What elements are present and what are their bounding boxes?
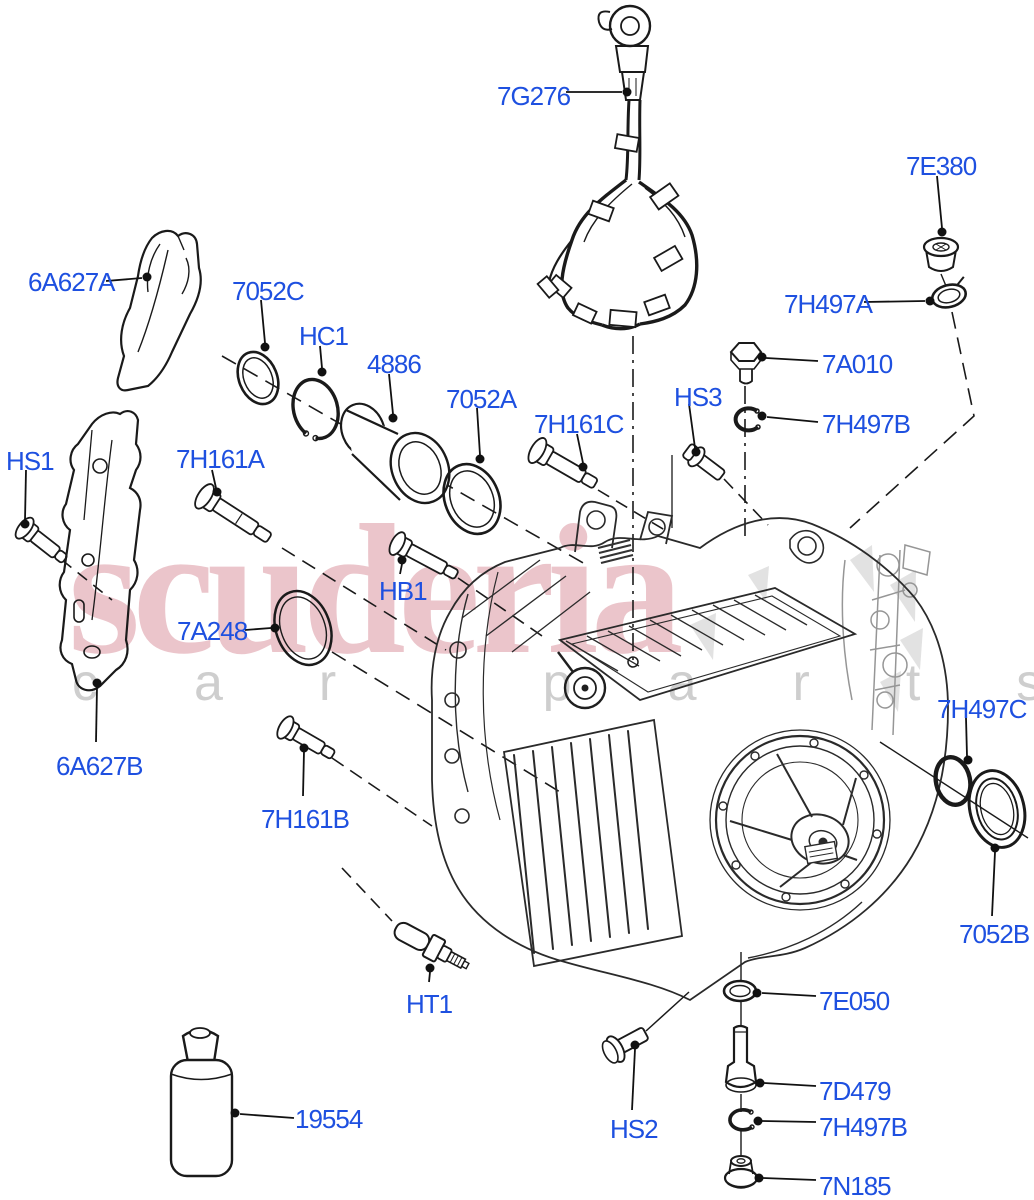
part-7A248-ring xyxy=(273,589,333,667)
part-label-7G276-0[interactable]: 7G276 xyxy=(497,81,571,111)
part-label-19554-21[interactable]: 19554 xyxy=(295,1104,363,1134)
part-label-7H497B-25[interactable]: 7H497B xyxy=(819,1112,908,1142)
part-label-6A627B-16[interactable]: 6A627B xyxy=(56,751,144,781)
part-7H161B-bolt xyxy=(276,715,336,760)
part-label-7052C-8[interactable]: 7052C xyxy=(232,276,305,306)
torque-converter xyxy=(709,729,891,911)
part-7H161C-bolt xyxy=(527,437,598,489)
part-7H497B-snap-ring-bottom xyxy=(728,1108,755,1132)
part-19554-bottle xyxy=(169,1027,234,1178)
part-label-HS3-5[interactable]: HS3 xyxy=(674,382,723,412)
part-7H497B-snap-ring-top xyxy=(733,406,761,433)
part-label-7N185-26[interactable]: 7N185 xyxy=(819,1171,892,1200)
part-7G276-harness xyxy=(536,4,699,331)
part-label-7D479-24[interactable]: 7D479 xyxy=(819,1076,892,1106)
part-label-7A010-3[interactable]: 7A010 xyxy=(822,349,893,379)
valve-body-cover xyxy=(557,587,858,701)
hatch-shading xyxy=(690,545,923,712)
leader-dots xyxy=(20,87,1000,1183)
part-label-HS1-12[interactable]: HS1 xyxy=(6,446,55,476)
part-label-7E050-23[interactable]: 7E050 xyxy=(819,986,890,1016)
leader-lines xyxy=(24,91,996,1181)
part-label-4886-10[interactable]: 4886 xyxy=(367,349,422,379)
part-6A627A-bracket xyxy=(116,229,202,392)
ribbed-sump xyxy=(502,718,684,968)
part-label-7H497A-2[interactable]: 7H497A xyxy=(784,289,873,319)
part-7052B-seal xyxy=(967,769,1027,849)
part-7E380-plug xyxy=(922,236,960,272)
part-label-7E380-1[interactable]: 7E380 xyxy=(906,151,977,181)
part-label-HS2-22[interactable]: HS2 xyxy=(610,1114,659,1144)
part-label-HT1-20[interactable]: HT1 xyxy=(406,989,453,1019)
part-label-7H161B-17[interactable]: 7H161B xyxy=(261,804,350,834)
part-label-7A248-15[interactable]: 7A248 xyxy=(177,616,248,646)
part-label-7H161A-13[interactable]: 7H161A xyxy=(176,444,265,474)
part-label-HC1-9[interactable]: HC1 xyxy=(299,321,349,351)
transmission-drawing xyxy=(430,500,949,1002)
part-6A627B-bracket xyxy=(58,410,142,692)
part-label-HB1-14[interactable]: HB1 xyxy=(379,576,428,606)
part-HT1-sensor xyxy=(393,921,470,970)
part-7A010-hex-plug xyxy=(729,342,763,385)
part-label-7H497C-18[interactable]: 7H497C xyxy=(937,694,1027,724)
shaft-boss xyxy=(557,651,639,710)
part-7H497C-oring xyxy=(933,755,973,807)
part-label-7052A-11[interactable]: 7052A xyxy=(446,384,517,414)
part-7N185-grommet xyxy=(723,1155,759,1189)
vent-hatch xyxy=(597,539,634,564)
part-label-7052B-19[interactable]: 7052B xyxy=(959,919,1030,949)
part-7H161A-bolt xyxy=(194,483,272,543)
part-7052C-seal xyxy=(236,350,280,406)
part-label-6A627A-7[interactable]: 6A627A xyxy=(28,267,116,297)
part-HC1-snap-ring xyxy=(291,377,340,442)
part-HB1-bolt xyxy=(388,531,459,580)
part-7052A-seal xyxy=(442,462,502,536)
part-4886-sleeve xyxy=(339,402,451,505)
part-label-7H161C-6[interactable]: 7H161C xyxy=(534,409,624,439)
part-label-7H497B-4[interactable]: 7H497B xyxy=(822,409,911,439)
